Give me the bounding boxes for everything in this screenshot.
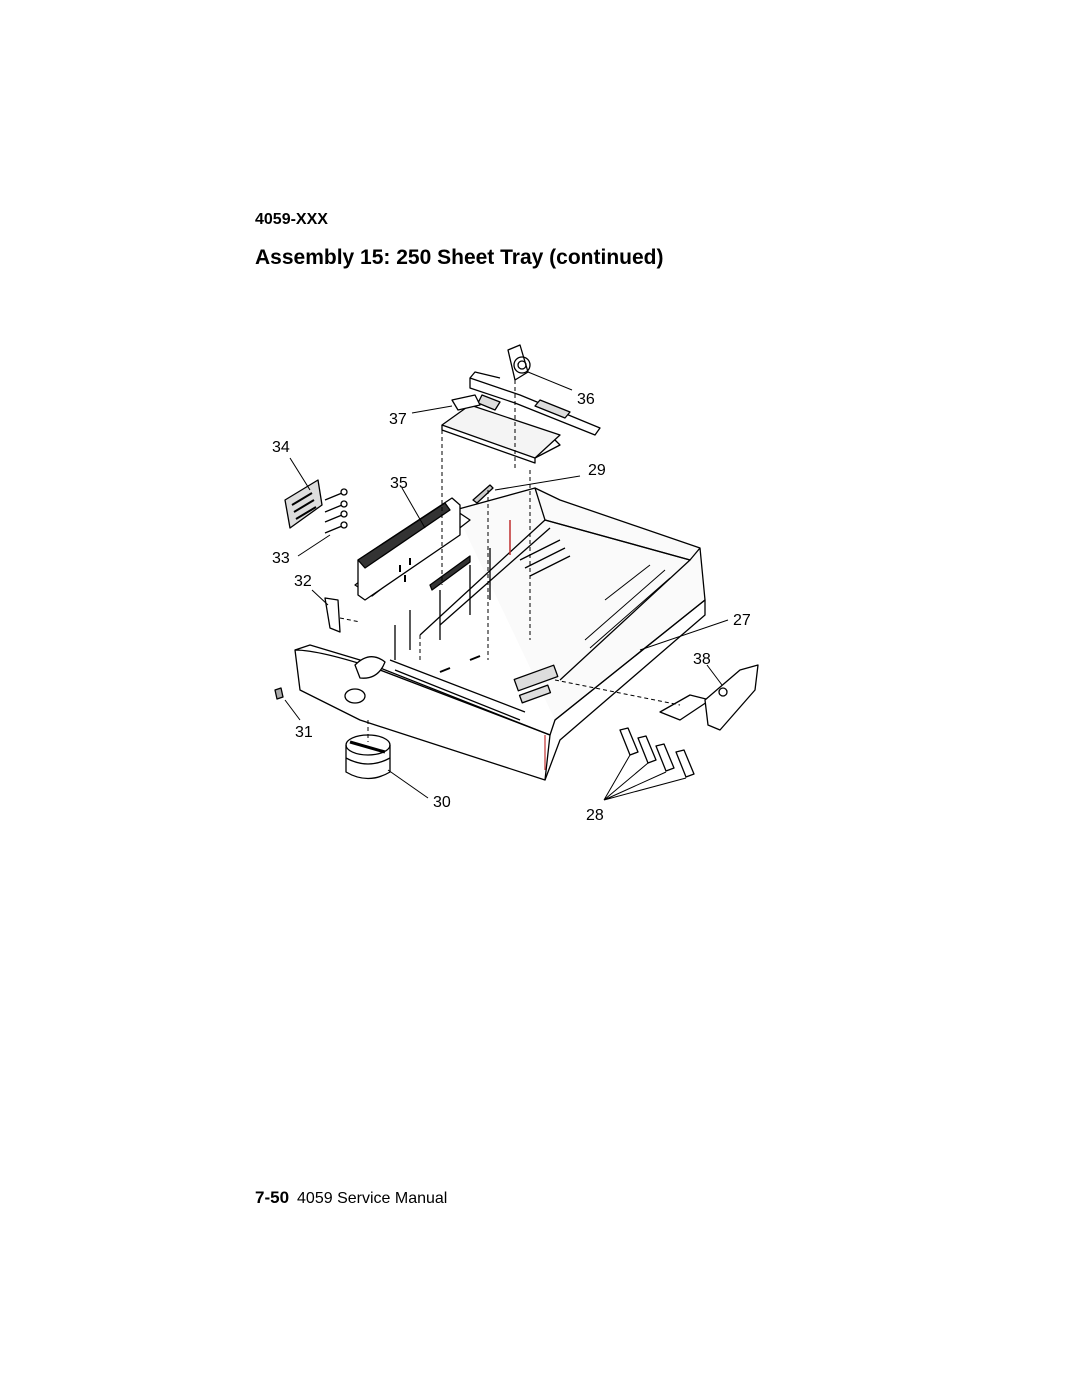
page-footer: 7-50 4059 Service Manual	[255, 1188, 447, 1208]
callout-38: 38	[693, 651, 711, 668]
callout-30: 30	[433, 794, 451, 811]
callout-31: 31	[295, 724, 313, 741]
rear-guide-assembly	[451, 344, 601, 436]
leader-lines	[284, 371, 729, 801]
callout-27: 27	[733, 612, 751, 629]
assembly-guidelines	[339, 380, 681, 742]
screws	[324, 488, 348, 534]
clip-part	[472, 484, 494, 504]
callout-35: 35	[390, 475, 408, 492]
callout-29: 29	[588, 462, 606, 479]
callout-32: 32	[294, 573, 312, 590]
callout-37: 37	[389, 411, 407, 428]
gear-plate	[284, 479, 323, 529]
callout-36: 36	[577, 391, 595, 408]
model-number: 4059-XXX	[255, 211, 328, 228]
page-number: 7-50	[255, 1188, 290, 1207]
manual-title: 4059 Service Manual	[297, 1190, 448, 1207]
callout-34: 34	[272, 439, 290, 456]
pin-part	[274, 687, 284, 700]
side-guide-rail	[357, 497, 471, 601]
page-title: Assembly 15: 250 Sheet Tray (continued)	[255, 246, 664, 269]
extension-part	[659, 664, 759, 731]
callout-28: 28	[586, 807, 604, 824]
latch-part	[324, 597, 341, 633]
callout-33: 33	[272, 550, 290, 567]
clip-set	[619, 727, 695, 778]
rear-guide-plate	[441, 404, 561, 464]
knob-part	[345, 734, 391, 780]
